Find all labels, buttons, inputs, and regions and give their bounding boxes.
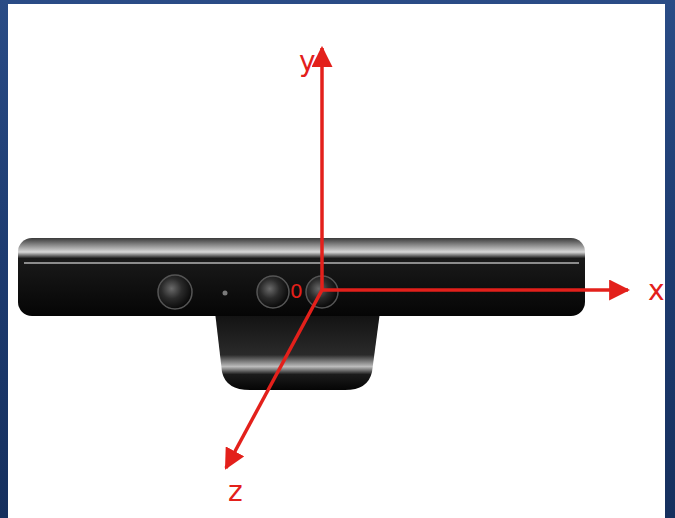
z-axis	[226, 290, 322, 468]
kinect-bar	[18, 238, 585, 316]
ir-projector	[158, 275, 192, 309]
led	[223, 291, 228, 296]
axis-label: x	[648, 277, 665, 305]
x-axis	[322, 288, 628, 292]
axis-label: z	[228, 478, 243, 506]
axis-label: y	[299, 48, 316, 76]
rgb-camera	[257, 276, 289, 308]
y-axis	[320, 48, 324, 290]
origin-label: 0	[290, 281, 303, 301]
kinect-stand	[215, 312, 380, 390]
white-panel	[8, 4, 665, 518]
